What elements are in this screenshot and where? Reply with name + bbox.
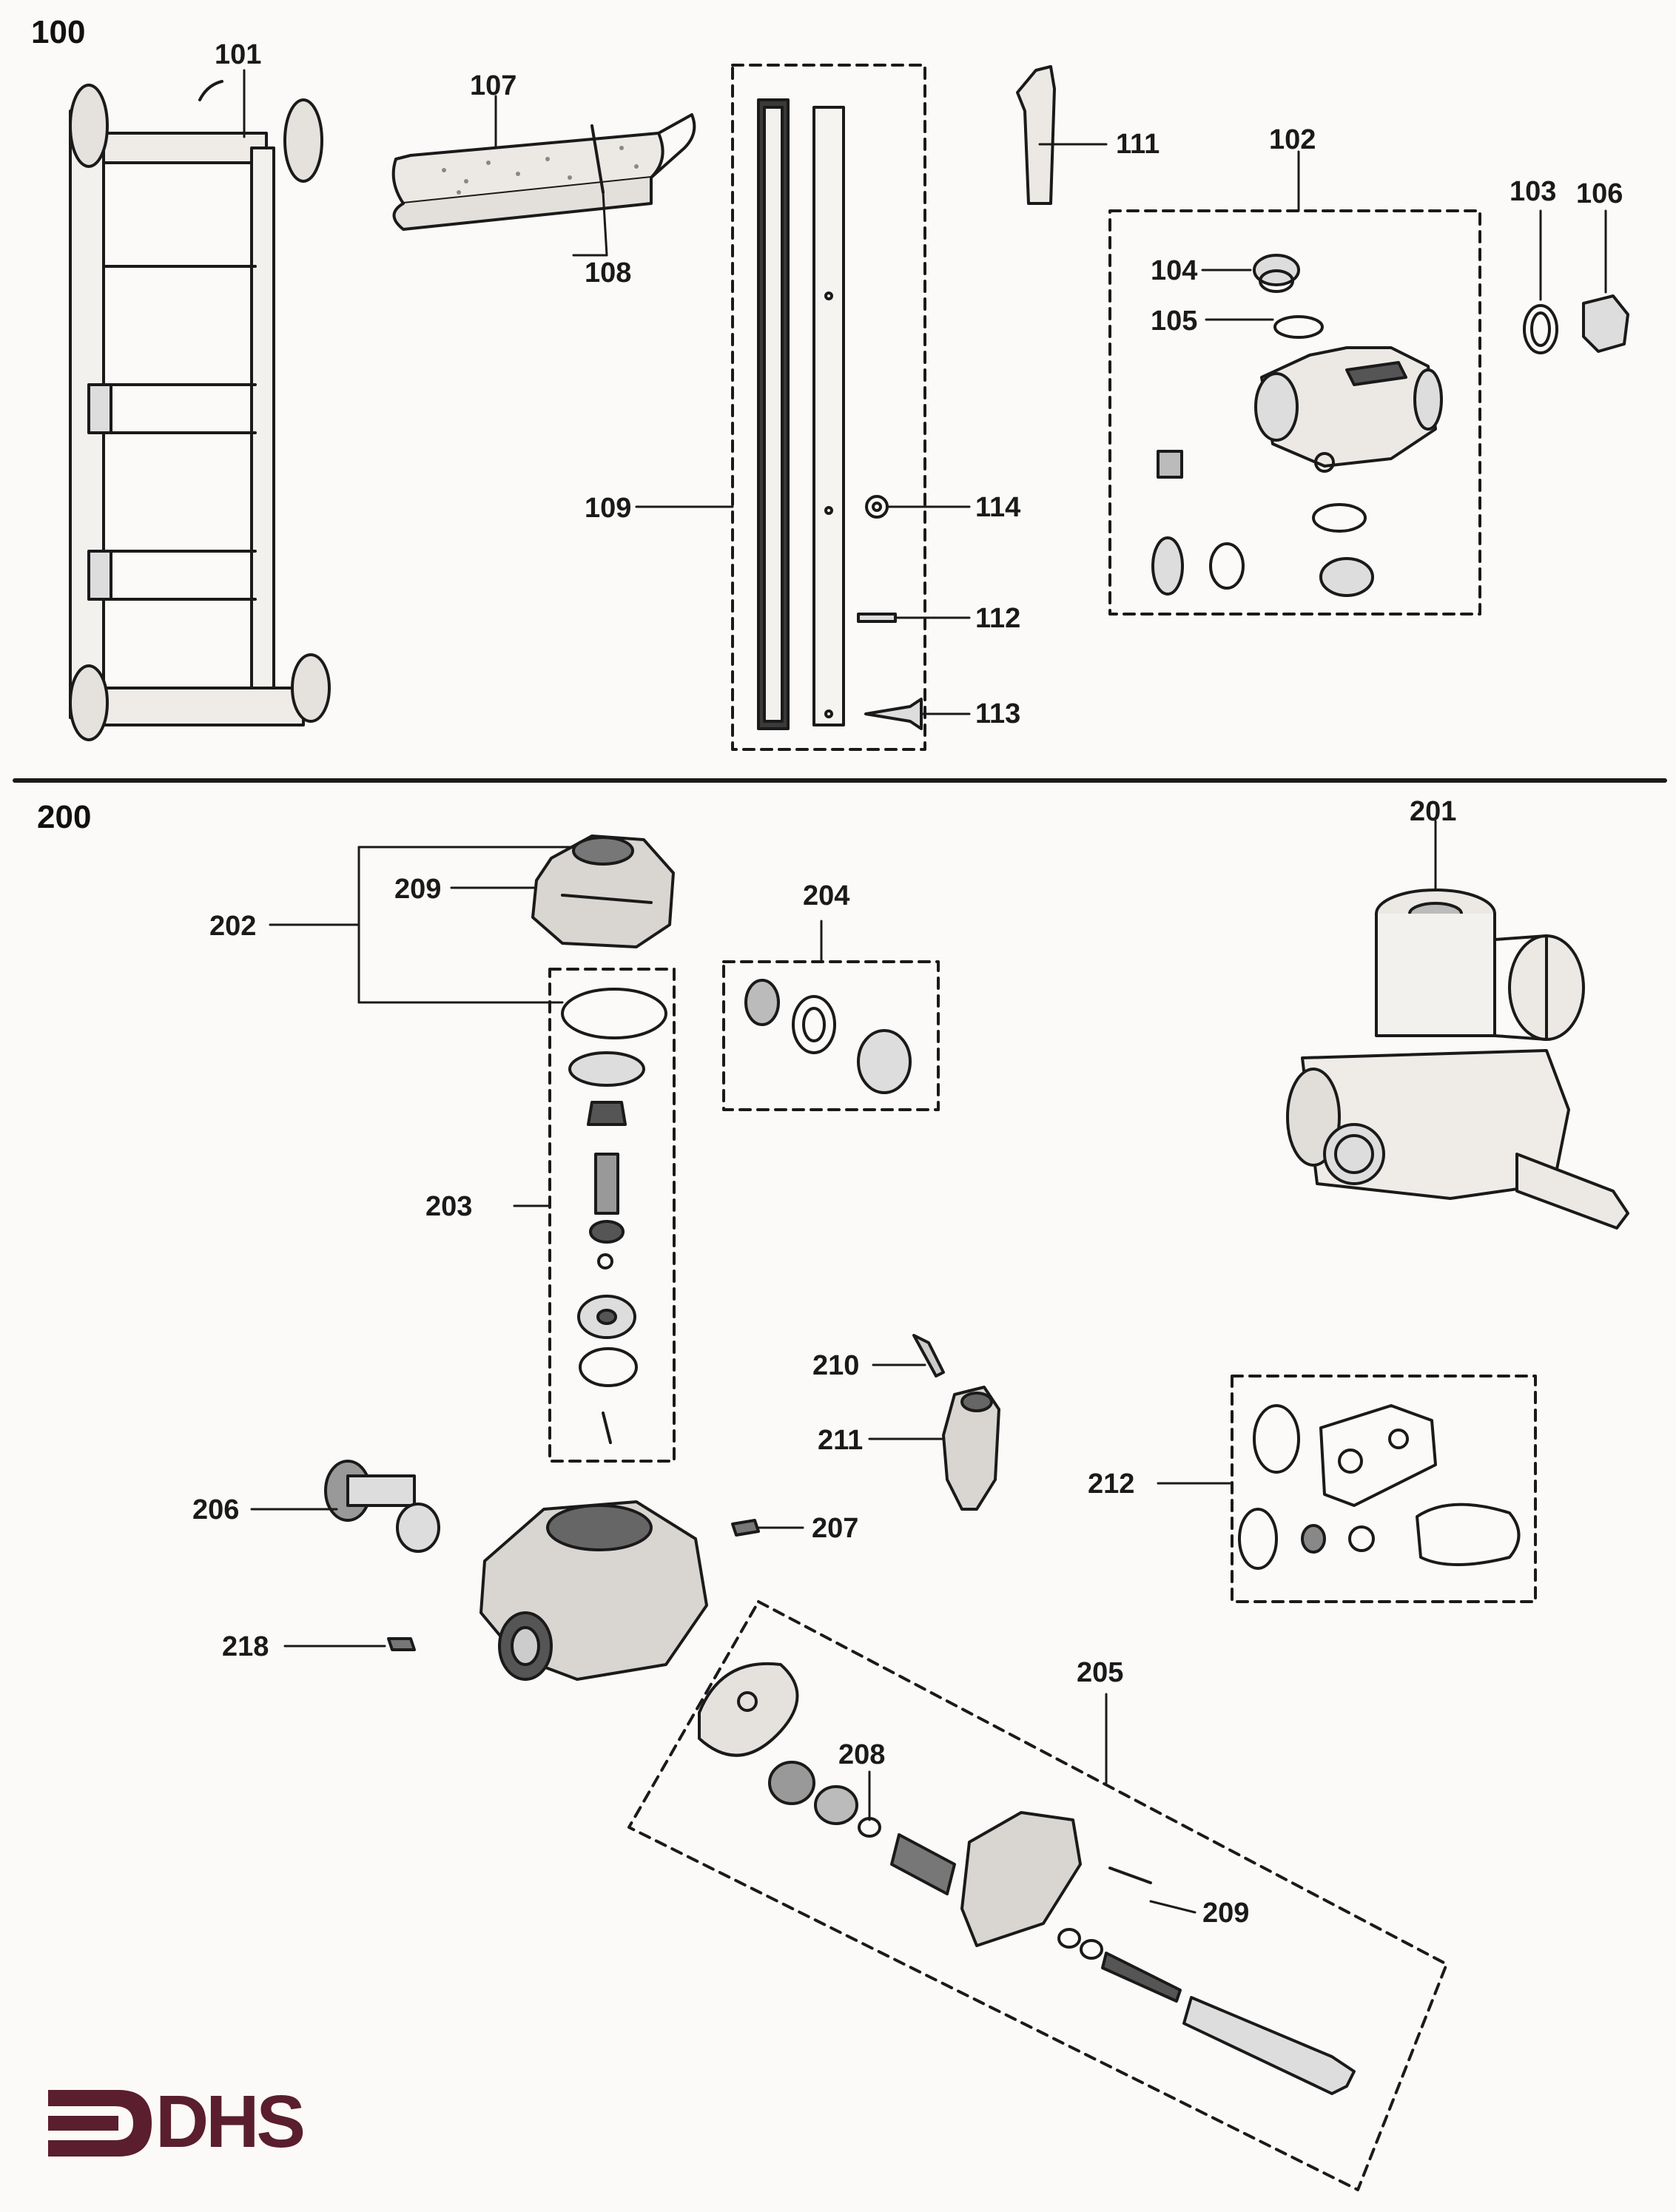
bracket-111 xyxy=(1016,65,1056,205)
frame-101 xyxy=(69,80,331,741)
callout-207: 207 xyxy=(812,1513,859,1544)
group-204-box xyxy=(722,960,940,1111)
callout-218: 218 xyxy=(222,1631,269,1662)
callout-104: 104 xyxy=(1151,255,1198,286)
group-109-box xyxy=(731,64,926,751)
callout-107: 107 xyxy=(470,70,517,101)
valve-body-201 xyxy=(1286,820,1629,1230)
callout-101: 101 xyxy=(215,39,262,70)
callout-113: 113 xyxy=(975,698,1021,729)
regulator-body xyxy=(479,1500,708,1681)
callout-206: 206 xyxy=(192,1494,240,1525)
callout-202: 202 xyxy=(209,911,257,942)
insulation-107 xyxy=(391,113,696,231)
callout-209-top: 209 xyxy=(394,874,442,905)
washer-103 xyxy=(1523,304,1558,354)
callout-108: 108 xyxy=(585,257,632,289)
callout-208: 208 xyxy=(838,1739,886,1770)
callout-201: 201 xyxy=(1410,796,1457,827)
callout-205: 205 xyxy=(1077,1657,1124,1688)
callout-212: 212 xyxy=(1088,1469,1135,1500)
callout-103: 103 xyxy=(1510,176,1557,207)
callout-109: 109 xyxy=(585,493,632,524)
section-label-100: 100 xyxy=(31,14,86,50)
callout-204: 204 xyxy=(803,880,850,911)
callout-112: 112 xyxy=(975,603,1021,634)
group-212-box xyxy=(1231,1375,1537,1603)
callout-210: 210 xyxy=(812,1350,860,1381)
callout-211: 211 xyxy=(818,1425,864,1456)
nut-106 xyxy=(1582,294,1629,353)
group-203-box xyxy=(548,968,676,1463)
callout-209-bottom: 209 xyxy=(1202,1898,1250,1929)
group-205-box xyxy=(627,1600,1448,2191)
callout-105: 105 xyxy=(1151,306,1198,337)
callout-106: 106 xyxy=(1576,178,1623,209)
callout-114: 114 xyxy=(975,492,1021,523)
body-211 xyxy=(942,1386,1000,1511)
group-102-box xyxy=(1108,209,1481,616)
dhs-logo-text: DHS xyxy=(155,2080,306,2163)
callout-203: 203 xyxy=(425,1191,473,1222)
cover-209 xyxy=(531,834,675,948)
plug-206 xyxy=(324,1460,440,1553)
dhs-logo-mark xyxy=(48,2090,152,2157)
callout-111: 111 xyxy=(1116,129,1160,160)
callout-102: 102 xyxy=(1269,124,1316,155)
section-label-200: 200 xyxy=(37,799,92,835)
